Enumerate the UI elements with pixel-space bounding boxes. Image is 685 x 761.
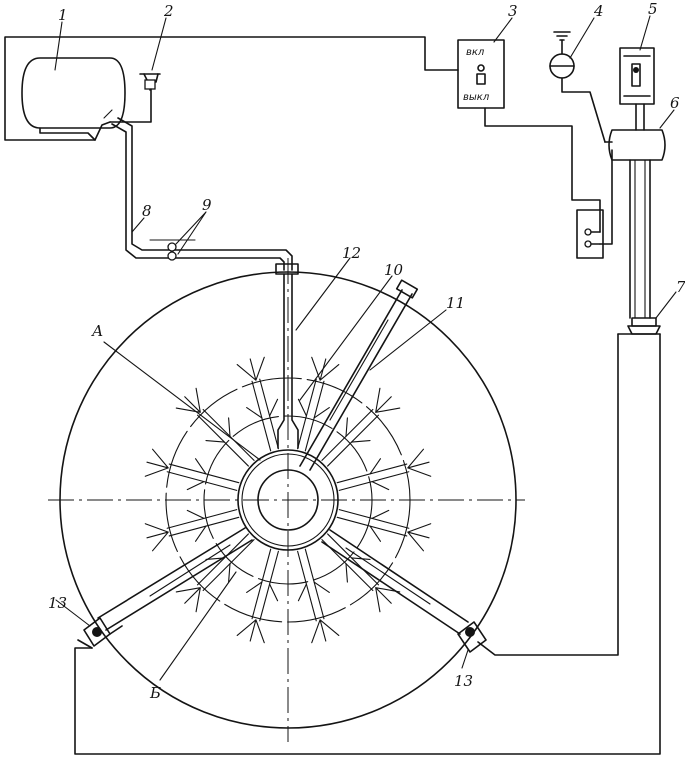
pressure-valve [109, 73, 161, 123]
label-4: 4 [593, 2, 604, 20]
pipe-10-11 [299, 279, 419, 471]
branch-arrow [297, 398, 330, 419]
label-5: 5 [648, 0, 658, 18]
label-6: 6 [670, 94, 680, 112]
branch-arrow [186, 458, 207, 491]
labels: 1 2 3 4 5 6 7 8 9 10 11 12 13 13 А Б [48, 0, 685, 702]
air-flow-arrow [311, 619, 340, 644]
air-flow-arrow [407, 448, 432, 477]
air-flow-spokes [144, 356, 432, 644]
air-flow-arrow [144, 523, 169, 552]
label-9: 9 [202, 196, 212, 214]
air-flow-arrow [375, 387, 401, 413]
label-7: 7 [676, 278, 685, 296]
air-flow-arrow [311, 356, 340, 381]
sensor-left [77, 617, 123, 649]
label-3: 3 [508, 2, 518, 20]
spoke [321, 533, 380, 592]
air-supply-line [111, 117, 293, 271]
branch-arrow [186, 509, 207, 542]
spoke [166, 463, 240, 491]
wheel-outline [48, 258, 525, 742]
label-B: Б [149, 684, 161, 702]
branch-arrow [297, 581, 330, 602]
electrical-wiring [4, 36, 661, 755]
branch-arrow [205, 557, 231, 583]
air-flow-arrow [407, 523, 432, 552]
connector-block [576, 209, 604, 259]
air-flow-arrow [375, 587, 401, 613]
label-2: 2 [163, 2, 174, 20]
spoke [297, 548, 325, 622]
branch-arrow [345, 557, 371, 583]
sensor-right [457, 621, 487, 653]
air-flow-arrow [236, 356, 265, 381]
label-13-left: 13 [48, 594, 67, 612]
spoke [336, 463, 410, 491]
switch-on-label: вкл [466, 47, 485, 58]
switch-off-label: выкл [463, 92, 490, 103]
spoke [321, 408, 380, 467]
label-10: 10 [384, 261, 404, 279]
warning-lamp [549, 31, 575, 79]
air-flow-arrow [175, 387, 201, 413]
branch-arrow [345, 417, 371, 443]
branch-arrow [246, 581, 279, 602]
leader-lines [54, 15, 677, 681]
spoke [196, 408, 255, 467]
spoke [251, 378, 279, 452]
air-flow-arrow [175, 587, 201, 613]
air-flow-arrow [236, 619, 265, 644]
inlet-fitting [275, 263, 299, 275]
label-A: А [91, 322, 103, 340]
branch-arrow [369, 509, 390, 542]
air-tank [21, 57, 126, 141]
label-1: 1 [58, 6, 68, 24]
label-12: 12 [342, 244, 361, 262]
lower-right-pipe [321, 529, 469, 635]
branch-arrow [246, 398, 279, 419]
spoke [297, 378, 325, 452]
branch-arrow [205, 417, 231, 443]
relay-unit [604, 129, 666, 319]
branch-arrow [369, 458, 390, 491]
spoke [196, 533, 255, 592]
coupling [617, 317, 661, 335]
air-flow-arrow [144, 448, 169, 477]
spoke [336, 509, 410, 537]
spoke [166, 509, 240, 537]
spoke [251, 548, 279, 622]
label-8: 8 [142, 202, 152, 220]
switch-box: вкл выкл [457, 39, 505, 109]
pipe-12 [277, 273, 299, 449]
solenoid-valve [619, 47, 655, 131]
label-13-right: 13 [454, 672, 473, 690]
label-11: 11 [446, 294, 465, 312]
